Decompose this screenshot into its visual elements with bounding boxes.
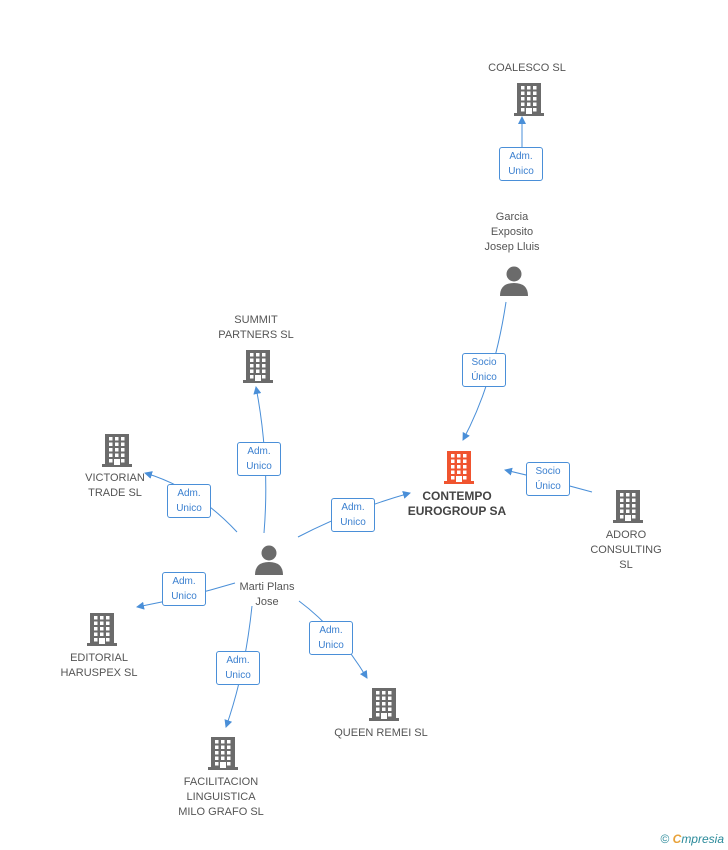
node-label-victorian[interactable]: VICTORIAN TRADE SL <box>85 472 145 499</box>
building-icon-editorial[interactable] <box>87 613 117 646</box>
edge-label-garcia-contempo: Socio Único <box>462 353 506 387</box>
building-icon-victorian[interactable] <box>102 434 132 467</box>
node-label-facilitacion[interactable]: FACILITACION LINGUISTICA MILO GRAFO SL <box>178 776 264 818</box>
building-icon-queen[interactable] <box>369 688 399 721</box>
edge-label-marti-summit: Adm. Unico <box>237 442 281 476</box>
person-icon-marti[interactable] <box>255 545 283 576</box>
building-icon-facilitacion[interactable] <box>208 737 238 770</box>
node-label-contempo[interactable]: CONTEMPO EUROGROUP SA <box>407 489 507 518</box>
node-label-editorial[interactable]: EDITORIAL HARUSPEX SL <box>60 652 138 679</box>
edge-label-marti-editorial: Adm. Unico <box>162 572 206 606</box>
edge-label-marti-queen: Adm. Unico <box>309 621 353 655</box>
person-icon-garcia[interactable] <box>500 266 528 297</box>
building-icon-coalesco[interactable] <box>514 83 544 116</box>
edge-label-adoro-contempo: Socio Único <box>526 462 570 496</box>
building-icon-adoro[interactable] <box>613 490 643 523</box>
node-label-adoro[interactable]: ADORO CONSULTING SL <box>590 529 662 571</box>
brand-logo: Cmpresia <box>673 832 724 846</box>
edge-label-marti-victorian: Adm. Unico <box>167 484 211 518</box>
node-label-marti[interactable]: Marti Plans Jose <box>239 581 295 608</box>
edge-label-marti-contempo: Adm. Unico <box>331 498 375 532</box>
node-label-queen[interactable]: QUEEN REMEI SL <box>334 727 428 739</box>
building-icon-summit[interactable] <box>243 350 273 383</box>
node-label-summit[interactable]: SUMMIT PARTNERS SL <box>218 314 294 341</box>
copyright-symbol: © <box>660 832 670 846</box>
building-icon-contempo[interactable] <box>444 451 474 484</box>
brand-logo-text: mpresia <box>681 832 724 846</box>
node-label-garcia[interactable]: Garcia Exposito Josep Lluis <box>484 211 540 253</box>
edge-label-garcia-coalesco: Adm. Unico <box>499 147 543 181</box>
footer-brand[interactable]: © Cmpresia <box>660 832 724 846</box>
node-label-coalesco[interactable]: COALESCO SL <box>488 62 566 74</box>
brand-logo-initial: C <box>672 832 682 846</box>
edge-label-marti-facilitacion: Adm. Unico <box>216 651 260 685</box>
